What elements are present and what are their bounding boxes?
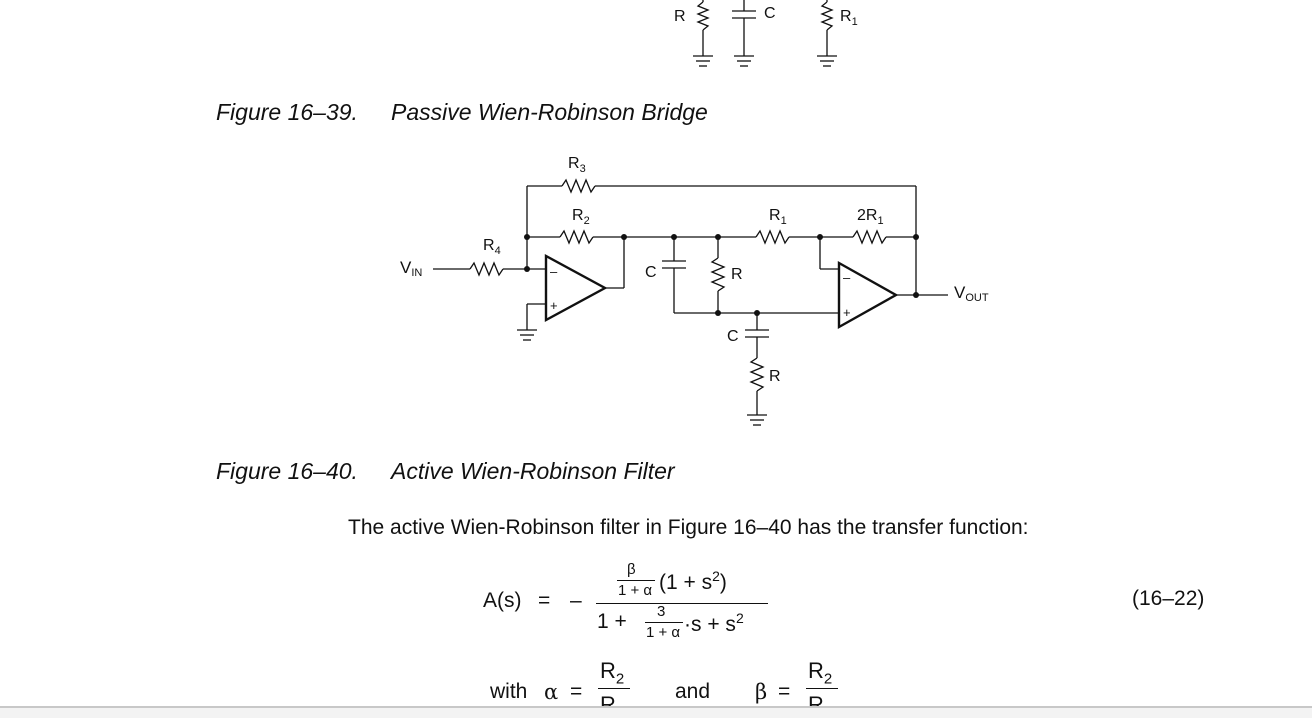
beta-fraction-bar bbox=[806, 688, 838, 689]
figure-16-39-caption: Figure 16–39. Passive Wien-Robinson Bridg… bbox=[216, 99, 708, 126]
vout-label: VOUT bbox=[954, 283, 989, 304]
figure-number: Figure 16–39. bbox=[216, 99, 358, 125]
opamp-2 bbox=[837, 260, 899, 330]
top-r1-label: R1 bbox=[840, 8, 858, 28]
eq-minus: – bbox=[570, 589, 582, 612]
beta-equals: = bbox=[778, 680, 791, 703]
and-word: and bbox=[675, 680, 711, 703]
figure-title: Passive Wien-Robinson Bridge bbox=[391, 99, 708, 125]
top-circuit-partial: R C R1 bbox=[674, 0, 858, 67]
top-r-label: R bbox=[674, 8, 686, 25]
eq-den-one-plus: 1 + bbox=[597, 610, 627, 633]
opamp2-plus: + bbox=[843, 305, 851, 320]
viewer-bottom-edge bbox=[0, 706, 1312, 708]
eq-small-fraction-bar bbox=[617, 580, 655, 581]
equation-number: (16–22) bbox=[1132, 587, 1205, 610]
r1-label: R1 bbox=[769, 207, 787, 227]
opamp-1 bbox=[544, 253, 608, 323]
c-bottom-label: C bbox=[727, 328, 739, 345]
figure-16-40-caption: Figure 16–40. Active Wien-Robinson Filter bbox=[216, 458, 675, 485]
r2-label: R2 bbox=[572, 207, 590, 227]
opamp1-plus: + bbox=[550, 298, 558, 313]
opamp2-minus: – bbox=[843, 270, 851, 285]
beta-symbol: β bbox=[755, 680, 768, 704]
eq-num-tail: (1 + s2) bbox=[659, 568, 727, 594]
eq-one-plus-alpha: 1 + α bbox=[618, 582, 653, 599]
eq-beta: β bbox=[627, 561, 636, 578]
beta-numerator: R2 bbox=[808, 658, 833, 688]
eq-den-one-plus-alpha: 1 + α bbox=[646, 624, 681, 641]
figure-number: Figure 16–40. bbox=[216, 458, 358, 484]
alpha-numerator: R2 bbox=[600, 658, 625, 688]
r4-label: R4 bbox=[483, 237, 501, 257]
with-word: with bbox=[490, 680, 528, 703]
alpha-symbol: α bbox=[544, 680, 559, 704]
eq-den-tail: ·s + s2 bbox=[684, 610, 744, 636]
two-r1-label: 2R1 bbox=[857, 207, 884, 227]
active-wien-robinson-circuit: R3 R2 R1 2R1 R4 VIN VOUT C R C R – + – + bbox=[400, 155, 989, 426]
c-left-label: C bbox=[645, 264, 657, 281]
eq-three: 3 bbox=[657, 603, 666, 620]
eq-small-fraction-bar-2 bbox=[645, 622, 683, 623]
alpha-fraction-bar bbox=[598, 688, 630, 689]
eq-fraction-bar bbox=[596, 603, 768, 604]
opamp1-minus: – bbox=[550, 264, 558, 279]
vin-label: VIN bbox=[400, 258, 422, 279]
eq-lhs: A(s) bbox=[483, 589, 522, 612]
viewer-status-strip bbox=[0, 708, 1312, 718]
top-c-label: C bbox=[764, 5, 776, 22]
r-mid-label: R bbox=[731, 266, 743, 283]
r-bottom-label: R bbox=[769, 368, 781, 385]
r3-label: R3 bbox=[568, 155, 586, 175]
figure-title: Active Wien-Robinson Filter bbox=[391, 458, 675, 484]
body-paragraph: The active Wien-Robinson filter in Figur… bbox=[348, 516, 1029, 539]
alpha-equals: = bbox=[570, 680, 583, 703]
eq-equals: = bbox=[538, 589, 551, 612]
